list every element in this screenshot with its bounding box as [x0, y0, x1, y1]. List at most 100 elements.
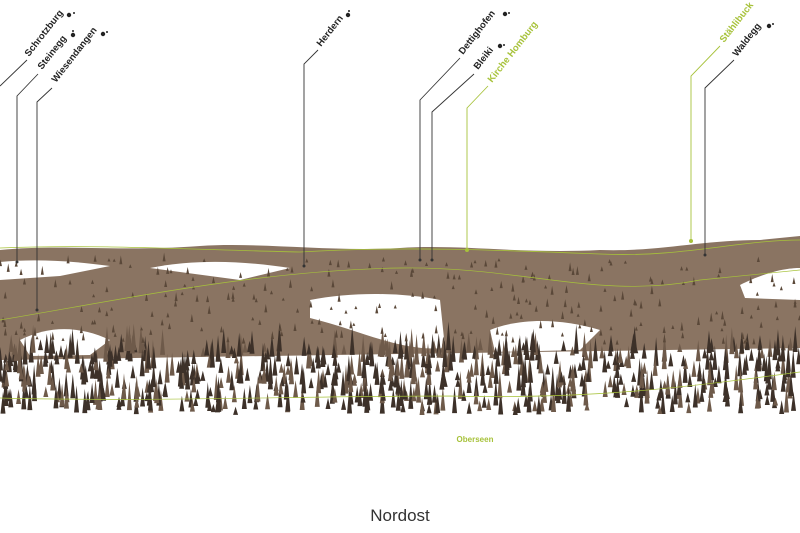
tree	[23, 385, 29, 398]
tree	[631, 371, 637, 382]
tree	[539, 396, 545, 412]
tree	[431, 384, 437, 403]
tree	[247, 384, 253, 404]
tree	[583, 319, 587, 326]
tree	[105, 286, 109, 293]
tree	[414, 333, 420, 364]
snow-field	[150, 261, 290, 280]
tree	[310, 286, 314, 292]
tree	[19, 321, 23, 329]
tree	[239, 272, 243, 278]
tree	[589, 326, 593, 332]
green-contour	[0, 371, 800, 400]
tree	[421, 331, 427, 357]
tree	[70, 373, 76, 399]
tree	[0, 259, 3, 267]
tree	[207, 386, 213, 397]
summit-dots-icon	[497, 43, 505, 49]
tree	[285, 267, 289, 271]
tree	[609, 261, 613, 266]
tree	[457, 274, 461, 280]
tree	[348, 371, 354, 393]
tree	[519, 314, 523, 319]
tree	[169, 352, 175, 376]
tree	[395, 356, 401, 376]
tree	[162, 252, 166, 262]
tree	[495, 326, 499, 335]
tree	[512, 294, 516, 301]
tree	[54, 353, 60, 365]
tree	[738, 395, 744, 414]
tree	[328, 259, 332, 266]
tree	[756, 305, 760, 310]
tree	[379, 371, 385, 394]
tree	[242, 282, 246, 287]
tree	[40, 265, 44, 275]
tree	[524, 337, 530, 361]
tree	[473, 387, 479, 405]
tree	[151, 361, 157, 388]
tree	[273, 375, 279, 396]
tree	[494, 259, 498, 268]
tree	[191, 375, 197, 393]
tree	[200, 370, 206, 381]
tree	[404, 260, 408, 266]
tree	[209, 337, 215, 368]
summit-dots-icon	[100, 31, 108, 37]
tree	[739, 331, 745, 354]
tree	[788, 372, 794, 396]
tree	[544, 285, 548, 289]
tree	[393, 304, 397, 309]
tree	[347, 384, 353, 414]
tree	[766, 374, 772, 390]
tree	[680, 266, 684, 271]
tree	[167, 322, 171, 330]
tree	[618, 373, 624, 385]
tree	[400, 400, 406, 413]
tree	[585, 368, 591, 382]
tree	[547, 274, 551, 280]
tree	[261, 364, 267, 384]
tree	[539, 385, 545, 396]
lake-label-oberseen: Oberseen	[457, 435, 494, 444]
tree	[741, 331, 745, 340]
tree	[450, 335, 456, 362]
tree	[434, 304, 438, 312]
tree	[479, 351, 485, 377]
tree	[660, 279, 664, 285]
tree	[662, 334, 666, 343]
tree	[487, 328, 493, 355]
tree	[354, 386, 360, 403]
tree	[602, 350, 608, 373]
tree	[515, 311, 519, 316]
tree	[793, 298, 797, 308]
tree	[154, 378, 160, 404]
tree	[4, 370, 10, 387]
green-contour	[0, 267, 800, 321]
tree	[592, 337, 598, 362]
tree	[364, 351, 370, 365]
tree	[135, 386, 141, 397]
tree	[602, 339, 606, 345]
tree	[493, 350, 499, 360]
tree	[499, 280, 503, 289]
tree	[718, 266, 722, 274]
tree	[712, 377, 718, 387]
tree	[108, 350, 114, 361]
tree	[231, 296, 235, 302]
tree	[783, 385, 789, 413]
tree	[551, 384, 557, 413]
tree	[697, 360, 703, 382]
tree	[109, 383, 115, 396]
tree	[253, 397, 259, 410]
tree	[702, 348, 708, 359]
tree	[434, 324, 438, 334]
tree	[162, 381, 168, 398]
tree	[466, 332, 472, 353]
tree	[258, 319, 262, 325]
tree	[708, 350, 714, 361]
tree	[759, 347, 765, 359]
tree	[204, 339, 210, 356]
tree	[497, 258, 501, 262]
tree	[221, 328, 227, 354]
